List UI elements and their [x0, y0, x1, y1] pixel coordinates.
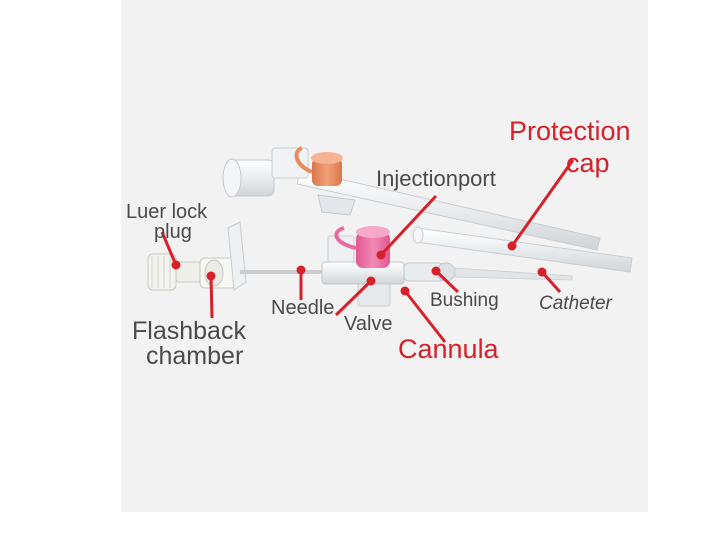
label-flashback-line2: chamber [146, 342, 243, 370]
label-catheter: Catheter [539, 293, 613, 314]
assembled-cannula [222, 146, 601, 251]
label-luer-lock-line1: Luer lock [126, 201, 208, 223]
label-needle: Needle [271, 297, 334, 319]
label-bushing: Bushing [430, 290, 499, 311]
catheter [454, 267, 573, 281]
label-flashback-line1: Flashback [132, 317, 246, 345]
label-protection-cap-line1: Protection [509, 116, 631, 146]
label-cannula: Cannula [398, 334, 500, 364]
pointer-dots [171, 241, 547, 296]
label-protection-cap-line2: cap [566, 148, 610, 178]
label-injection-port: Injectionport [376, 166, 496, 191]
label-valve: Valve [344, 313, 393, 335]
label-luer-lock-line2: plug [154, 221, 192, 243]
protection-cap-part [412, 226, 633, 273]
orange-port [312, 158, 342, 186]
